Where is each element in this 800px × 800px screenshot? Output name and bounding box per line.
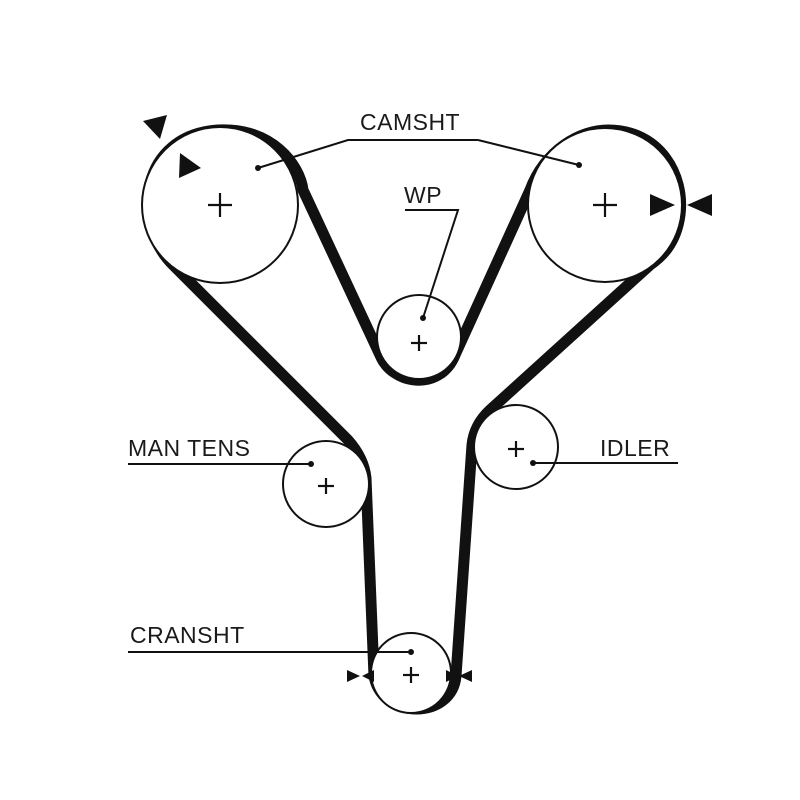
- camshaft-pulley-right: [527, 127, 683, 283]
- manual-tensioner-label: MAN TENS: [128, 435, 250, 461]
- camshaft-pulley-left: [141, 126, 299, 284]
- camshaft-left-timing-mark-icon: [143, 115, 201, 178]
- crankshaft-label: CRANSHT: [130, 622, 245, 648]
- crankshaft-timing-mark-icon: [347, 670, 472, 682]
- camshaft-leader-left: [257, 139, 478, 169]
- camshaft-leader-right: [477, 139, 580, 166]
- manual-tensioner-pulley: [282, 440, 370, 528]
- idler-pulley: [473, 404, 559, 490]
- crankshaft-pulley: [370, 632, 452, 714]
- water-pump-leader: [405, 209, 460, 319]
- water-pump-label: WP: [404, 182, 442, 208]
- camshaft-label: CAMSHT: [360, 109, 460, 135]
- idler-label: IDLER: [600, 435, 670, 461]
- camshaft-right-timing-mark-icon: [650, 194, 712, 216]
- water-pump-pulley: [376, 294, 462, 380]
